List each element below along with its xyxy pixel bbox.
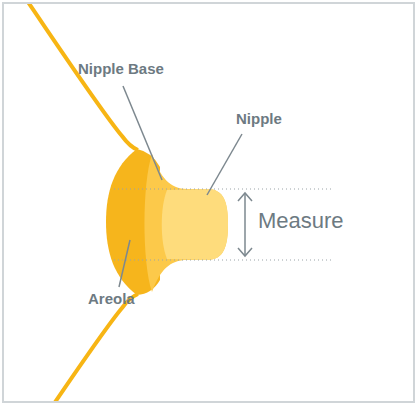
nipple-shape	[162, 189, 228, 260]
leader-line	[207, 134, 242, 195]
dotted-guide	[114, 189, 334, 190]
leader-line	[123, 86, 162, 180]
arrow-head	[238, 193, 252, 201]
measure-label: Measure	[258, 208, 344, 234]
breast-illustration	[4, 4, 413, 401]
arrow-head	[238, 248, 252, 256]
part-label: Nipple Base	[78, 60, 164, 78]
measure-arrow	[244, 194, 246, 255]
part-label: Areola	[88, 290, 135, 308]
breast-outline	[28, 294, 138, 401]
leader-line	[119, 240, 130, 287]
nipple-base-shape	[145, 154, 229, 292]
dotted-guide	[114, 260, 334, 261]
part-label: Nipple	[236, 110, 282, 128]
